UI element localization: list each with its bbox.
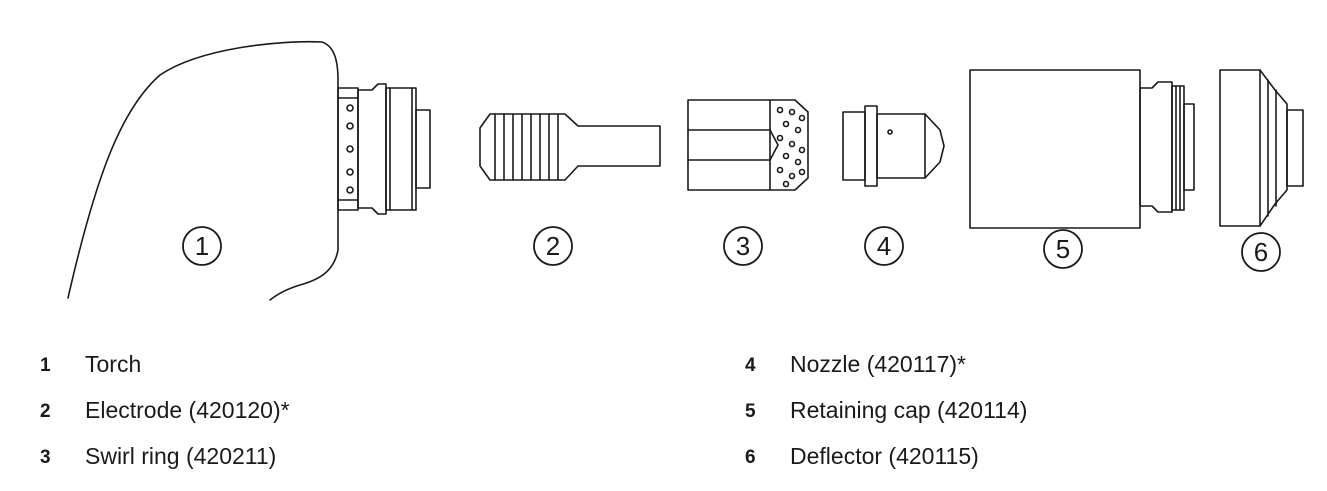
electrode-part (479, 113, 661, 181)
legend-label: Nozzle (420117)* (790, 351, 967, 377)
callout-number-4: 4 (877, 231, 891, 261)
legend-label: Electrode (420120)* (85, 397, 290, 423)
deflector-part (1219, 69, 1304, 227)
legend-number: 5 (745, 401, 756, 422)
legend-number: 2 (40, 401, 51, 422)
legend-number: 3 (40, 447, 51, 468)
callout-circle-1 (182, 226, 222, 266)
legend-label: Torch (85, 351, 142, 377)
legend-number: 1 (40, 355, 51, 376)
callout-circle-2 (533, 226, 573, 266)
swirl-ring-part (687, 99, 809, 191)
legend-label: Swirl ring (420211) (85, 443, 277, 469)
legend-label: Retaining cap (420114) (790, 397, 1028, 423)
legend-number: 4 (745, 355, 756, 376)
callout-circle-6 (1241, 232, 1281, 272)
retaining-cap-part (969, 69, 1195, 229)
callout-circle-3 (723, 226, 763, 266)
exploded-parts-diagram: 1 2 3 4 5 6 (67, 40, 1304, 301)
callout-number-1: 1 (195, 231, 209, 261)
callout-circle-4 (864, 226, 904, 266)
legend-number: 6 (745, 447, 756, 468)
legend-label: Deflector (420115) (790, 443, 979, 469)
callout-number-6: 6 (1254, 237, 1268, 267)
callout-number-3: 3 (736, 231, 750, 261)
nozzle-part (842, 105, 945, 187)
torch-part (67, 40, 431, 301)
callout-number-5: 5 (1056, 234, 1070, 264)
callout-number-2: 2 (546, 231, 560, 261)
callout-circle-5 (1043, 229, 1083, 269)
